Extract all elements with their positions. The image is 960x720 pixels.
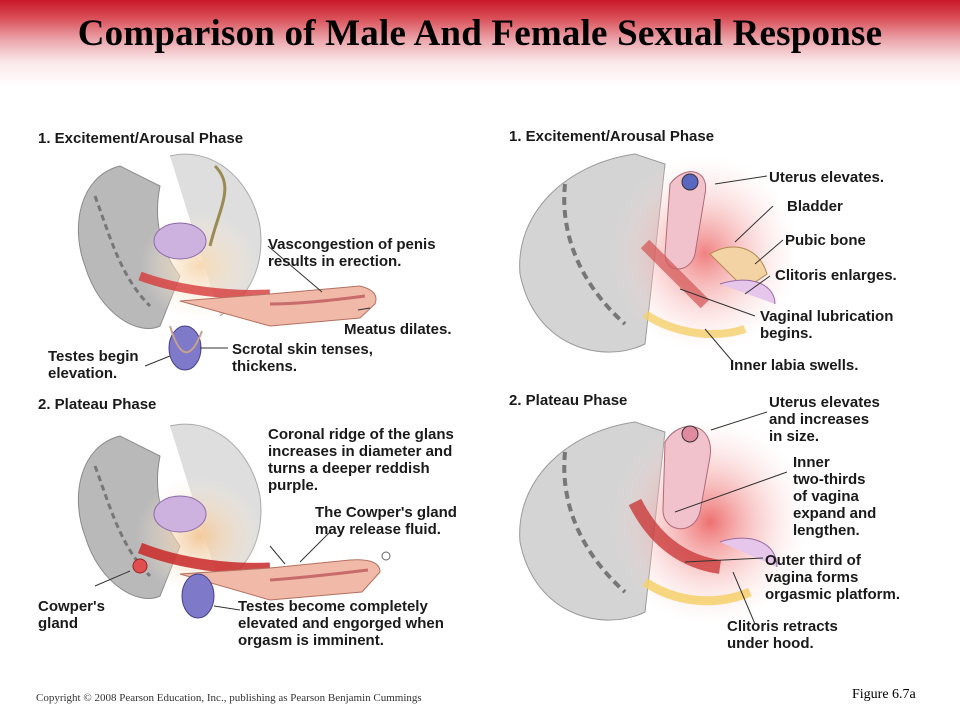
label-inner-two-thirds: Inner two-thirds of vagina expand and le… — [793, 454, 877, 539]
female-plateau-illustration — [519, 411, 810, 627]
title-banner — [0, 0, 960, 86]
label-uterus-elevates: Uterus elevates. — [769, 169, 885, 186]
male-excitement-illustration — [78, 153, 377, 371]
male-excitement-heading: 1. Excitement/Arousal Phase — [38, 130, 244, 147]
label-vaginal-lubrication: Vaginal lubrication begins. — [760, 308, 894, 342]
label-meatus-dilates: Meatus dilates. — [344, 321, 452, 338]
label-uterus-increases: Uterus elevates and increases in size. — [769, 394, 880, 445]
label-scrotal-skin: Scrotal skin tenses, thickens. — [232, 341, 373, 375]
label-coronal-ridge: Coronal ridge of the glans increases in … — [268, 426, 454, 494]
page-title: Comparison of Male And Female Sexual Res… — [77, 13, 883, 54]
label-cowpers-gland: Cowper's gland — [38, 598, 105, 632]
male-excitement-panel: 1. Excitement/Arousal Phase Vascongestio… — [30, 126, 470, 386]
female-plateau-heading: 2. Plateau Phase — [509, 392, 628, 409]
male-plateau-illustration — [78, 423, 391, 619]
label-penis-erection: Vascongestion of penis results in erecti… — [268, 236, 436, 270]
label-pubic-bone: Pubic bone — [785, 232, 866, 249]
male-plateau-heading: 2. Plateau Phase — [38, 396, 157, 413]
female-excitement-heading: 1. Excitement/Arousal Phase — [509, 128, 715, 145]
label-testes-begin: Testes begin elevation. — [48, 348, 139, 382]
female-plateau-panel: 2. Plateau Phase Uterus elevates and inc… — [505, 392, 945, 662]
female-excitement-illustration — [519, 153, 800, 363]
label-outer-third: Outer third of vagina forms orgasmic pla… — [765, 552, 901, 603]
label-inner-labia: Inner labia swells. — [730, 357, 859, 374]
copyright-notice: Copyright © 2008 Pearson Education, Inc.… — [36, 692, 422, 704]
male-plateau-panel: 2. Plateau Phase Coronal ridge of the gl… — [30, 396, 470, 658]
label-bladder: Bladder — [787, 198, 843, 215]
label-clitoris-retracts: Clitoris retracts under hood. — [727, 618, 838, 652]
label-clitoris-enlarges: Clitoris enlarges. — [775, 267, 897, 284]
figure-number: Figure 6.7a — [852, 687, 916, 702]
label-testes-engorged: Testes become completely elevated and en… — [238, 598, 444, 649]
label-cowpers-fluid: The Cowper's gland may release fluid. — [315, 504, 457, 538]
female-excitement-panel: 1. Excitement/Arousal Phase Uterus eleva… — [505, 124, 945, 384]
